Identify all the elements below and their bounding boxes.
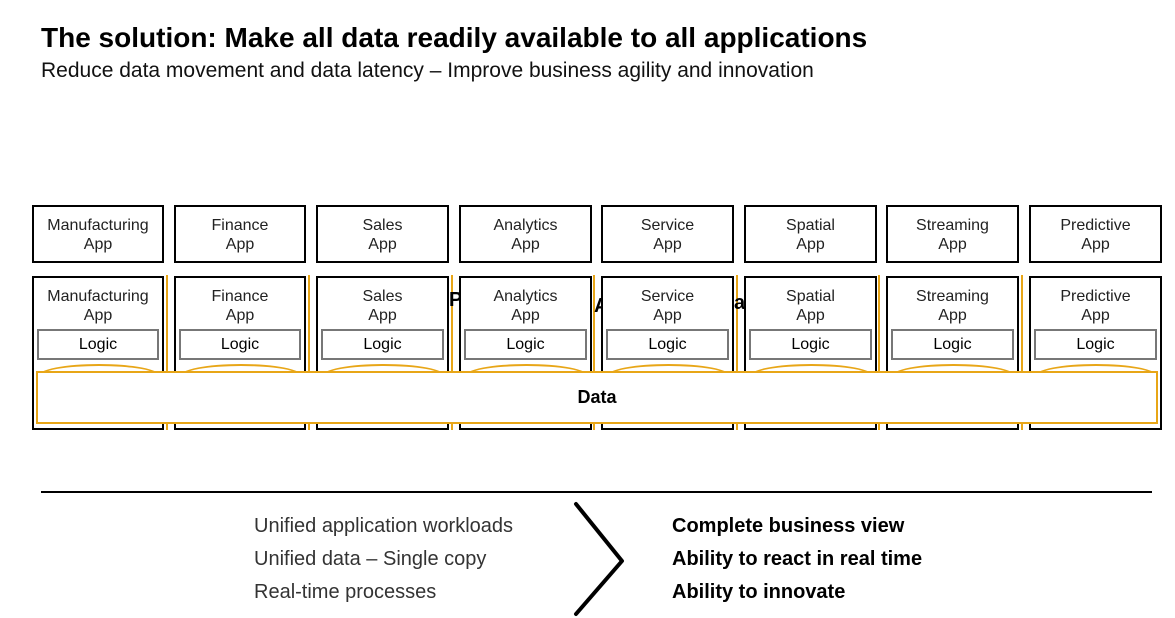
page-title: The solution: Make all data readily avai… (41, 22, 868, 53)
overlap-fragment: A (594, 295, 601, 315)
list-item: Ability to react in real time (672, 548, 923, 570)
list-item: Real-time processes (254, 581, 437, 603)
logic-box: Logic (749, 329, 872, 360)
logic-box: Logic (891, 329, 1014, 360)
logic-box: Logic (179, 329, 301, 360)
logic-box: Logic (606, 329, 729, 360)
orange-separator (878, 275, 880, 430)
logic-box: Logic (321, 329, 444, 360)
orange-separator (451, 275, 453, 430)
list-item: Unified application workloads (254, 515, 514, 537)
orange-separator (736, 275, 738, 430)
logic-box: Logic (1034, 329, 1157, 360)
orange-separator (593, 275, 595, 430)
data-layer: Data (36, 371, 1158, 424)
orange-separator (1021, 275, 1023, 430)
list-item: Complete business view (672, 515, 905, 537)
overlap-fragment: a (734, 292, 744, 312)
benefits-left-list: Unified application workloads Unified da… (254, 510, 513, 609)
overlap-fragment: P (449, 289, 459, 309)
list-item: Unified data – Single copy (254, 548, 487, 570)
section-divider (41, 491, 1152, 493)
benefits-right-list: Complete business view Ability to react … (672, 510, 922, 609)
logic-box: Logic (464, 329, 587, 360)
page-subtitle: Reduce data movement and data latency – … (41, 59, 814, 82)
list-item: Ability to innovate (672, 581, 846, 603)
chevron-right-icon (574, 502, 624, 616)
logic-box: Logic (37, 329, 159, 360)
orange-separator (308, 275, 310, 430)
orange-separator (166, 275, 168, 430)
